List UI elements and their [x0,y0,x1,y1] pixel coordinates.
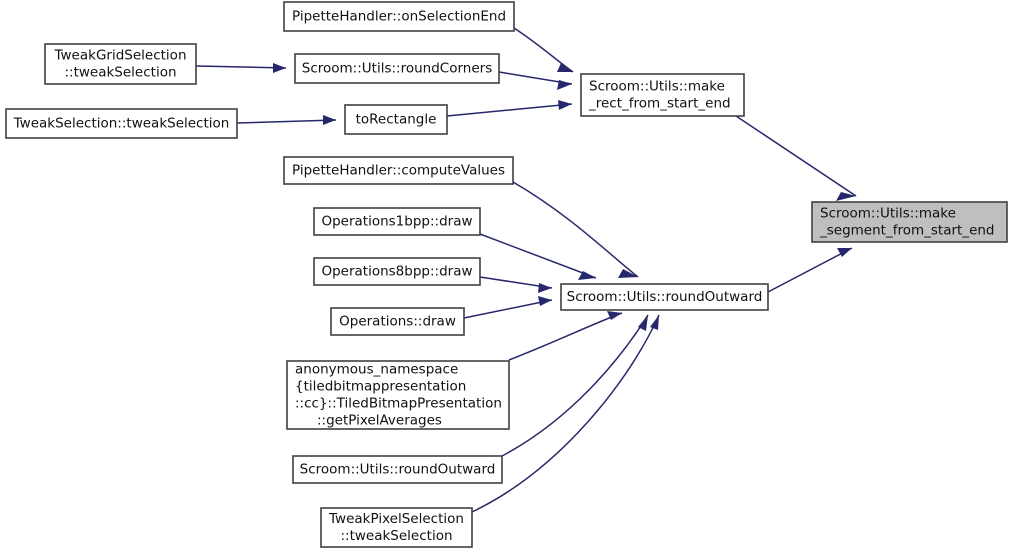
node-box[interactable] [286,360,510,430]
edge-line [735,115,857,197]
node-label-line: Operations1bpp::draw [321,214,472,230]
call-edge-tweakPixelSelection-to-roundOutwardMid [471,314,660,513]
node-box[interactable] [560,283,769,311]
node-label-line: PipetteHandler::onSelectionEnd [292,9,506,25]
node-label-line: Scroom::Utils::roundOutward [300,462,496,478]
graph-node-makeSegment[interactable]: Scroom::Utils::make_segment_from_start_e… [811,201,1008,243]
node-label-line: Scroom::Utils::roundOutward [567,289,763,305]
graph-node-operations1bpp[interactable]: Operations1bpp::draw [313,207,481,236]
edges-layer [195,27,857,513]
graph-node-getPixelAverages[interactable]: anonymous_namespace{tiledbitmappresentat… [286,360,510,430]
node-box[interactable] [313,257,481,286]
graph-node-tweakPixelSelection[interactable]: TweakPixelSelection::tweakSelection [320,507,473,548]
graph-node-makeRect[interactable]: Scroom::Utils::make_rect_from_start_end [580,73,745,117]
nodes-layer: PipetteHandler::onSelectionEndTweakGridS… [5,1,1008,548]
arrowhead-icon [650,315,659,330]
edge-line [195,65,287,69]
edge-line [471,314,660,513]
graph-node-roundOutwardLow[interactable]: Scroom::Utils::roundOutward [292,455,503,484]
node-label-line: Operations::draw [339,314,456,330]
arrowhead-icon [557,63,573,72]
edge-line [463,299,553,319]
arrowhead-icon [836,192,856,201]
edge-line [236,119,337,124]
arrowhead-icon [273,63,286,73]
node-label-line: toRectangle [356,112,437,128]
node-label-line: anonymous_namespace [295,362,458,378]
node-label-line: Scroom::Utils::make [820,206,956,222]
arrowhead-icon [558,100,572,110]
node-box[interactable] [44,43,197,85]
call-edge-operationsDraw-to-roundOutwardMid [463,296,553,319]
graph-node-roundOutwardMid[interactable]: Scroom::Utils::roundOutward [560,283,769,311]
call-edge-onSelectionEnd-to-makeRect [513,27,574,73]
arrowhead-icon [837,248,852,257]
node-box[interactable] [292,455,503,484]
call-edge-roundCorners-to-makeRect [498,71,573,90]
call-edge-makeRect-to-makeSegment [735,115,857,201]
node-box[interactable] [283,1,515,32]
node-label-line: TweakPixelSelection [328,511,464,527]
arrowhead-icon [638,315,648,331]
edge-line [512,181,639,278]
node-label-line: ::cc}::TiledBitmapPresentation [295,396,502,412]
arrowhead-icon [538,296,552,306]
node-label-line: Operations8bpp::draw [321,264,472,280]
node-box[interactable] [344,104,448,135]
edge-line [508,312,623,361]
node-box[interactable] [320,507,473,548]
node-box[interactable] [294,53,500,84]
graph-node-roundCorners[interactable]: Scroom::Utils::roundCorners [294,53,500,84]
edge-line [479,233,597,279]
edge-line [501,314,649,457]
node-box[interactable] [330,307,465,336]
edge-line [446,103,573,117]
call-edge-computeValues-to-roundOutwardMid [512,181,639,278]
call-edge-roundOutwardLow-to-roundOutwardMid [501,314,649,457]
node-box[interactable] [5,108,238,139]
arrowhead-icon [578,271,596,280]
graph-node-computeValues[interactable]: PipetteHandler::computeValues [283,156,514,185]
node-box[interactable] [283,156,514,185]
node-label-line: ::tweakSelection [340,528,452,544]
arrowhead-icon [607,311,622,320]
node-label-line: Scroom::Utils::roundCorners [302,61,492,77]
graph-node-onSelectionEnd[interactable]: PipetteHandler::onSelectionEnd [283,1,515,32]
node-label-line: PipetteHandler::computeValues [292,163,505,179]
node-label-line: {tiledbitmappresentation [295,379,466,395]
graph-node-tweakGridSelection[interactable]: TweakGridSelection::tweakSelection [44,43,197,85]
node-label-line: TweakGridSelection [54,48,187,64]
node-label-line: _rect_from_start_end [588,96,731,112]
call-edge-tweakSelection-to-toRectangle [236,115,337,125]
call-edge-getPixelAverages-to-roundOutwardMid [508,311,623,361]
call-edge-toRectangle-to-makeRect [446,100,573,117]
arrowhead-icon [618,269,638,278]
node-box[interactable] [580,73,745,117]
graph-node-operations8bpp[interactable]: Operations8bpp::draw [313,257,481,286]
call-edge-operations1bpp-to-roundOutwardMid [479,233,597,280]
arrowhead-icon [557,80,572,90]
node-box[interactable] [313,207,481,236]
call-edge-operations8bpp-to-roundOutwardMid [479,276,553,293]
node-label-line: Scroom::Utils::make [589,79,725,95]
call-edge-tweakGridSelection-to-roundCorners [195,63,287,73]
edge-line [767,247,853,293]
node-label-line: ::tweakSelection [64,65,176,81]
arrowhead-icon [323,115,336,125]
node-label-line: ::getPixelAverages [317,413,442,429]
call-edge-roundOutwardMid-to-makeSegment [767,247,853,293]
node-box[interactable] [811,201,1008,243]
graph-node-toRectangle[interactable]: toRectangle [344,104,448,135]
node-label-line: _segment_from_start_end [819,223,995,239]
node-label-line: TweakSelection::tweakSelection [13,116,230,132]
graph-node-tweakSelection[interactable]: TweakSelection::tweakSelection [5,108,238,139]
graph-node-operationsDraw[interactable]: Operations::draw [330,307,465,336]
arrowhead-icon [538,283,552,293]
